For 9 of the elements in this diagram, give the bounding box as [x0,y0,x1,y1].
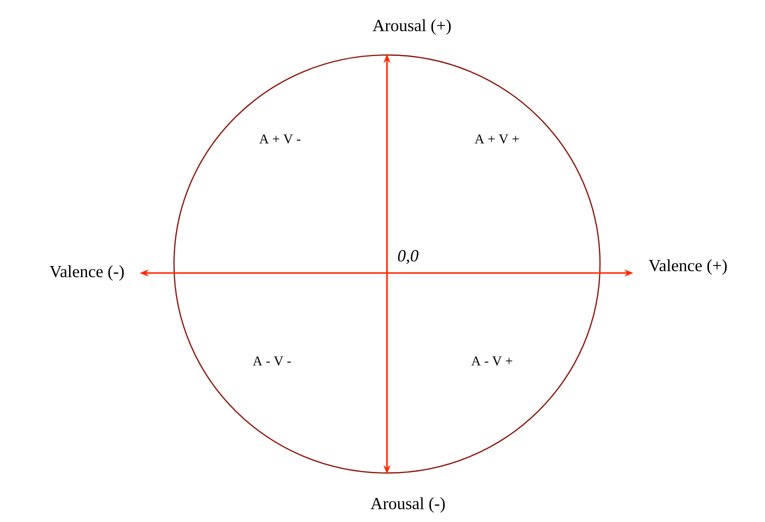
axis-label: Arousal (+) [372,19,451,35]
axis-label: Valence (-) [50,265,124,281]
quadrant-label: A + V + [474,134,519,144]
quadrant-label: A + V - [259,134,300,144]
axis-label: Arousal (-) [370,497,445,513]
origin-label: 0,0 [396,249,420,265]
quadrant-label: A - V - [252,356,291,366]
quadrant-label: A - V + [471,356,512,366]
axis-label: Valence (+) [648,259,727,275]
